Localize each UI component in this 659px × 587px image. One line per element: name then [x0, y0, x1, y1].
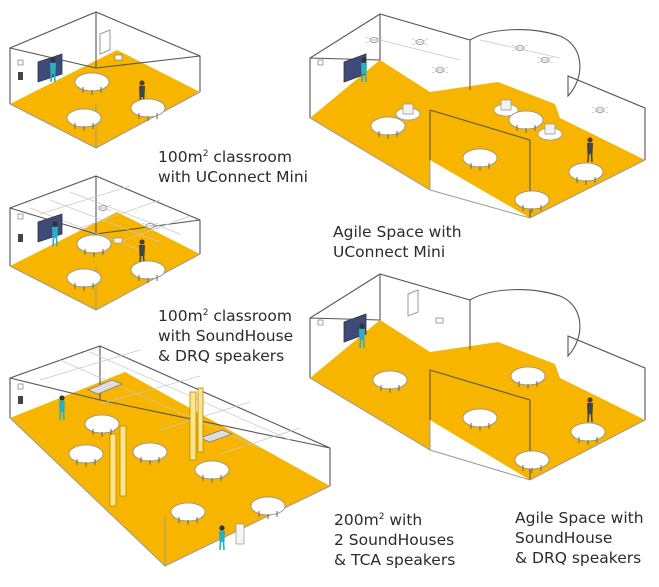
- soundhouse-icon: [113, 237, 123, 244]
- ceiling-speaker-icon: [591, 106, 609, 114]
- folding-partition: [109, 387, 204, 507]
- ceiling-speaker-icon: [94, 204, 112, 212]
- caption-agile-uconnect: Agile Space with UConnect Mini: [333, 223, 462, 261]
- person-icon: [218, 524, 226, 551]
- caption-classroom-uconnect: 100m2 classroom with UConnect Mini: [158, 148, 308, 186]
- caption-agile-soundhouse: Agile Space with SoundHouse & DRQ speake…: [515, 509, 644, 567]
- room-200-soundhouses: [9, 345, 331, 567]
- interactive-display-icon: [37, 53, 63, 83]
- soundhouse-icon: [199, 429, 233, 443]
- room-classroom-soundhouse: [9, 175, 201, 311]
- agile-space-uconnect: [309, 13, 646, 219]
- ceiling-speaker-icon: [411, 38, 429, 46]
- ceiling-speaker-icon: [431, 66, 449, 74]
- ceiling-speaker-icon: [536, 56, 554, 64]
- room-classroom-uconnect: [9, 11, 201, 149]
- wall-panel-icon: [18, 72, 23, 80]
- interactive-display-icon: [37, 213, 63, 243]
- person-icon: [51, 220, 59, 247]
- caption-200-soundhouses: 200m2 with 2 SoundHouses & TCA speakers: [334, 511, 456, 569]
- person-icon: [49, 56, 57, 83]
- agile-space-soundhouse: [309, 273, 646, 481]
- caption-classroom-soundhouse: 100m2 classroom with SoundHouse & DRQ sp…: [158, 307, 294, 365]
- soundhouse-icon: [87, 379, 123, 395]
